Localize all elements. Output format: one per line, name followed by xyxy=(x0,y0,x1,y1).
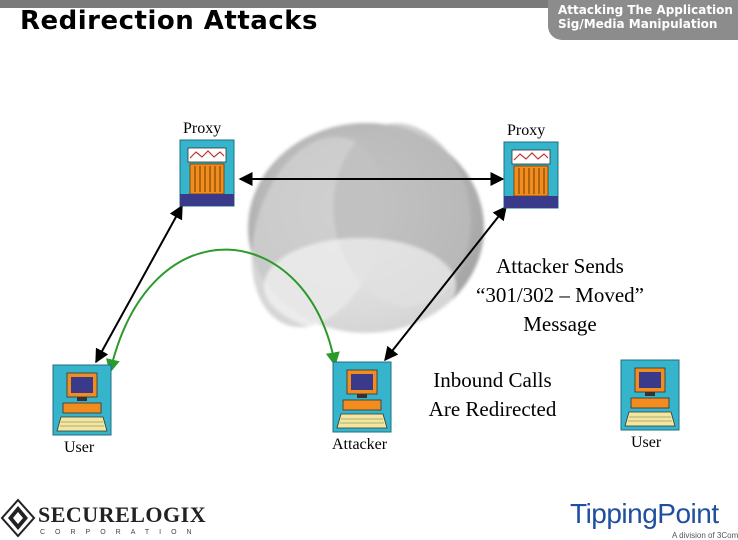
inbound-redirect-note: Inbound Calls Are Redirected xyxy=(410,366,575,424)
inbound-line1: Inbound Calls xyxy=(433,368,552,392)
top-bar xyxy=(0,0,720,8)
network-diagram xyxy=(52,123,680,436)
user-right-label: User xyxy=(631,434,662,451)
section-header-line2: Sig/Media Manipulation xyxy=(558,17,718,31)
attacker-sends-note: Attacker Sends “301/302 – Moved” Message xyxy=(455,252,665,339)
tippingpoint-wordmark: TippingPoint xyxy=(570,498,719,529)
user-computer-icon-right xyxy=(620,359,680,431)
inbound-line2: Are Redirected xyxy=(428,397,557,421)
attacker-sends-line1: Attacker Sends xyxy=(496,254,624,278)
network-cloud xyxy=(248,123,484,334)
proxy-left-label: Proxy xyxy=(183,120,222,137)
attacker-proxy-arrow xyxy=(384,205,507,362)
proxy-icon-left xyxy=(179,139,235,207)
user-computer-icon-left xyxy=(52,364,112,436)
proxy-right-label: Proxy xyxy=(507,122,546,139)
section-header-tab: Attacking The Application Sig/Media Mani… xyxy=(548,0,738,40)
attacker-sends-line2: “301/302 – Moved” xyxy=(476,283,644,307)
tippingpoint-logo: TippingPoint A division of 3Com xyxy=(568,498,738,540)
securelogix-subtitle: CORPORATION xyxy=(40,529,202,536)
user-proxy-arrow xyxy=(95,204,183,364)
securelogix-logo: SECURELOGIX CORPORATION xyxy=(0,498,230,540)
tippingpoint-subtitle: A division of 3Com xyxy=(672,531,738,540)
slide-title: Redirection Attacks xyxy=(20,6,319,36)
redirect-arc xyxy=(106,248,340,374)
attacker-sends-line3: Message xyxy=(523,312,597,336)
attacker-computer-icon xyxy=(332,361,392,433)
user-left-label: User xyxy=(64,439,95,456)
section-header-line1: Attacking The Application xyxy=(558,3,733,17)
proxy-icon-right xyxy=(503,141,559,209)
securelogix-emblem-icon xyxy=(0,498,36,538)
securelogix-wordmark: SECURELOGIX xyxy=(38,502,207,527)
attacker-label: Attacker xyxy=(332,436,388,453)
